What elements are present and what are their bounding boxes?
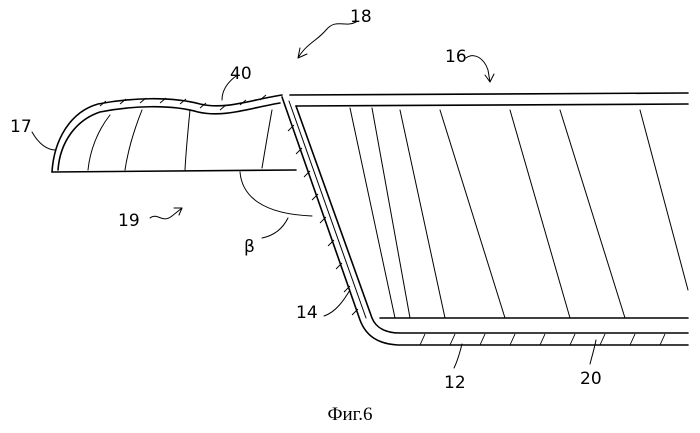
leader-17 bbox=[32, 132, 56, 150]
bottom-hatching bbox=[420, 334, 665, 345]
leader-14 bbox=[324, 290, 350, 316]
leader-19 bbox=[150, 208, 182, 219]
ref-label-beta: β bbox=[244, 237, 255, 257]
ref-label-18: 18 bbox=[350, 7, 372, 27]
inner-strip-2 bbox=[372, 108, 410, 318]
leader-18 bbox=[298, 22, 356, 58]
ref-label-40: 40 bbox=[230, 64, 252, 84]
leader-16 bbox=[466, 56, 490, 82]
leader-12 bbox=[454, 344, 462, 368]
inner-strip-7 bbox=[640, 110, 688, 290]
container-top-edge bbox=[290, 93, 688, 95]
container-top-inner bbox=[296, 104, 688, 106]
inner-strip-6 bbox=[560, 110, 625, 318]
leader-20 bbox=[590, 340, 596, 364]
drawing-body bbox=[32, 22, 688, 368]
inner-strip-4 bbox=[440, 110, 505, 318]
side-wall-outer bbox=[282, 97, 688, 345]
figure-caption: Фиг.6 bbox=[0, 404, 700, 426]
ref-label-19: 19 bbox=[118, 211, 140, 231]
reference-labels: 18 16 40 17 19 β 14 12 20 bbox=[10, 7, 602, 393]
ref-label-20: 20 bbox=[580, 369, 602, 389]
inner-strip-3 bbox=[400, 110, 445, 318]
lip-contour-1 bbox=[88, 115, 110, 170]
side-wall-center bbox=[289, 101, 366, 318]
angle-beta-arc bbox=[240, 172, 312, 216]
leader-beta bbox=[262, 218, 288, 238]
lip-contour-3 bbox=[185, 110, 190, 170]
lip-bottom-edge bbox=[52, 170, 296, 172]
ref-label-17: 17 bbox=[10, 117, 32, 137]
lip-contour-4 bbox=[262, 110, 272, 168]
lip-contour-2 bbox=[125, 110, 142, 170]
inner-strip-5 bbox=[510, 110, 570, 318]
lip-inner-edge bbox=[58, 103, 280, 170]
ref-label-12: 12 bbox=[444, 373, 466, 393]
ref-label-16: 16 bbox=[445, 47, 467, 67]
inner-strip-1 bbox=[350, 108, 395, 318]
side-wall-inner bbox=[296, 106, 688, 333]
ref-label-14: 14 bbox=[296, 303, 318, 323]
